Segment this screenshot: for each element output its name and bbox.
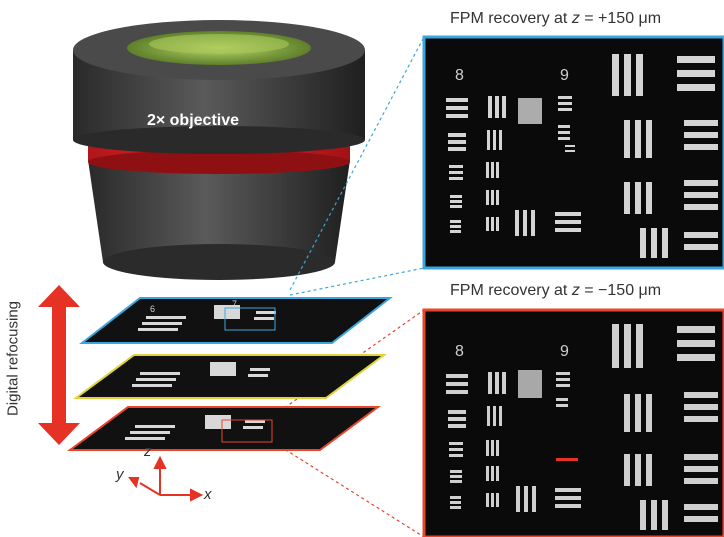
refocus-arrow [38,285,80,445]
plane-bottom [66,406,382,451]
plane-top [79,297,393,344]
panel-title-top-var: z [571,10,580,27]
panel-title-top: FPM recovery at z = +150 μm [450,10,661,28]
recovery-panel-bottom [422,308,724,537]
axis-label-y: y [116,466,124,483]
plane-label-6: 6 [150,304,155,314]
panel-title-bottom-var: z [571,282,580,299]
axis-label-z: z [144,443,152,460]
group-label-8-bottom: 8 [455,343,464,360]
plane-label-7: 7 [232,299,237,309]
panel-title-top-suffix: = +150 μm [579,10,662,27]
refocus-label-wrap: Digital refocusing [3,288,23,436]
axis-label-x: x [204,486,212,503]
scale-bar [556,458,578,461]
panel-title-bottom: FPM recovery at z = −150 μm [450,282,661,300]
objective-illustration [73,20,365,280]
group-label-9-bottom: 9 [560,343,569,360]
recovery-panel-top [422,35,724,270]
plane-middle [72,354,388,399]
axis-triad [128,455,204,502]
panel-title-bottom-prefix: FPM recovery at [450,282,572,299]
refocus-label: Digital refocusing [4,300,22,417]
panel-title-top-prefix: FPM recovery at [450,10,572,27]
group-label-9-top: 9 [560,67,569,84]
connector-lines [269,36,425,537]
panel-title-bottom-suffix: = −150 μm [579,282,662,299]
objective-label: 2× objective [146,112,240,129]
group-label-8-top: 8 [455,67,464,84]
